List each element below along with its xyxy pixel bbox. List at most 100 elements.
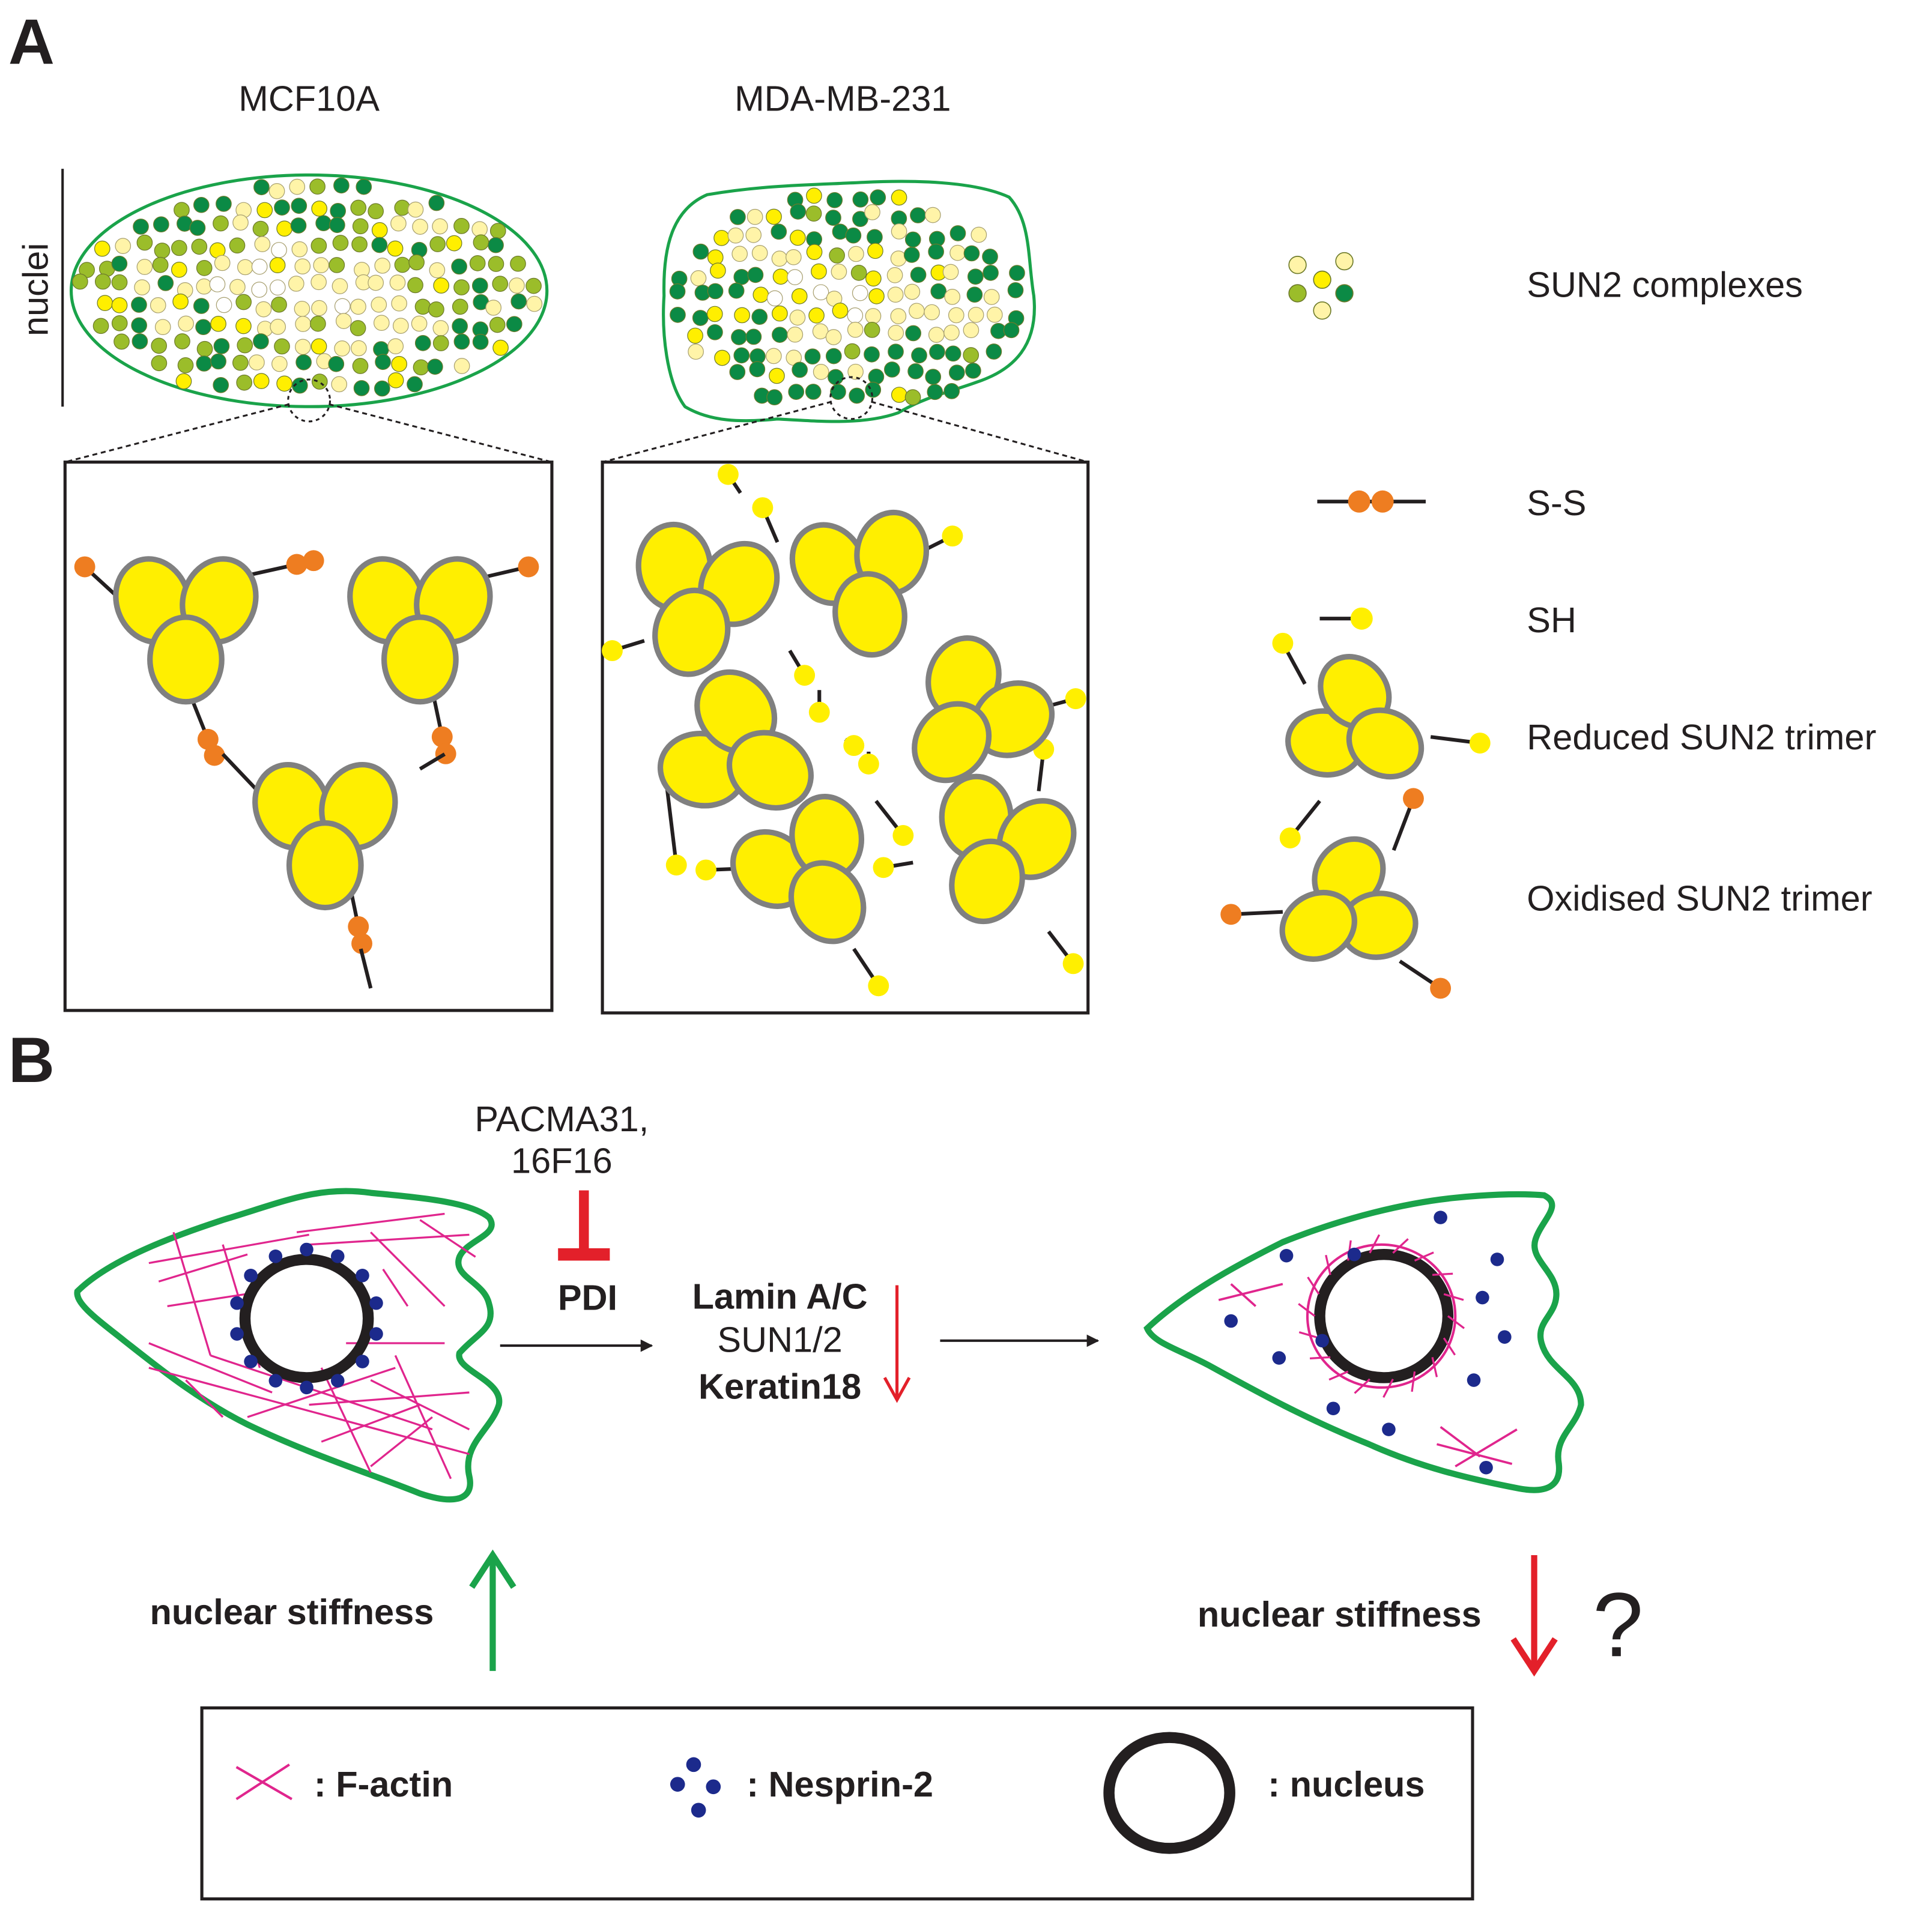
sun2-dot (392, 318, 409, 334)
perinuclear-actin-tick (1414, 1251, 1434, 1262)
factin-filament (148, 1233, 309, 1265)
sun2-dot (910, 267, 927, 283)
sun2-dot (310, 338, 327, 355)
sun2-dot (805, 205, 822, 222)
sun2-dot (330, 203, 347, 219)
sun2-dot (948, 364, 965, 381)
sun2-dot (291, 241, 308, 258)
sun2-dot (904, 389, 921, 405)
sun2-dot (269, 257, 286, 273)
reduced-sun2-trimer (912, 635, 1055, 784)
sun2-dot (489, 316, 506, 333)
sun2-dot (733, 347, 750, 364)
free-thiol (602, 639, 645, 662)
sun2-dot (891, 189, 907, 206)
nucleus-legend-icon (1103, 1732, 1235, 1854)
factin-filament (158, 1253, 248, 1283)
sun2-dot (670, 307, 686, 323)
left-cell-membrane (74, 1188, 503, 1503)
sun2-dot (828, 369, 844, 385)
factin-filament (320, 1367, 372, 1473)
sun2-dot (808, 307, 825, 324)
sun2-dot (772, 268, 789, 285)
sun2-dot (136, 259, 153, 275)
sun2-dot (852, 285, 868, 301)
sun2-dot (94, 240, 111, 257)
sun2-dot (904, 283, 921, 300)
sun2-dot (252, 220, 269, 237)
sun2-dot (707, 283, 724, 300)
sun2-dot (311, 300, 327, 316)
reduced-sun2-trimer (635, 521, 780, 677)
sun2-dot (963, 347, 980, 363)
free-thiol (717, 464, 742, 494)
oxidised-sun2-trimer (1279, 836, 1419, 962)
nesprin-dot (230, 1327, 244, 1341)
sun2-dot (786, 249, 802, 265)
sun2-dot (864, 322, 880, 338)
sun2-dot (825, 210, 841, 226)
sun2-dot (731, 329, 747, 345)
sun2-dot (195, 319, 211, 336)
target-sun12: SUN1/2 (717, 1319, 842, 1359)
sun2-dot (334, 340, 350, 357)
nesprin-dot (300, 1380, 313, 1395)
sun2-dot (772, 327, 788, 343)
disulfide-bond (1399, 960, 1452, 999)
sun2-dot (391, 295, 408, 312)
sun2-dot (407, 277, 423, 294)
sun2-dot (891, 223, 907, 240)
right-cell-membrane (1143, 1191, 1584, 1493)
factin-filament (370, 1232, 446, 1307)
sun2-dot (734, 307, 750, 324)
sun2-dot (132, 333, 148, 349)
sun2-dot (328, 355, 345, 372)
sun2-dot (289, 178, 306, 195)
sun2-dot (351, 340, 367, 357)
sun2-dot (1009, 265, 1025, 281)
sun2-dot (236, 374, 253, 391)
sun2-dot (844, 343, 861, 360)
sun2-dot (332, 235, 349, 251)
sun2-dot (232, 354, 249, 371)
sun2-dot (313, 257, 330, 273)
reduced-sun2-trimer (939, 773, 1077, 925)
nesprin-dot (1498, 1330, 1512, 1344)
sun2-dot (352, 218, 369, 235)
sun2-dot (867, 229, 883, 246)
sun2-dot (389, 274, 406, 291)
sun2-dot (412, 219, 428, 235)
sun2-dot (295, 316, 311, 332)
sun2-dot (452, 318, 468, 334)
panel-b-letter: B (8, 1024, 55, 1096)
sun2-dot (350, 199, 367, 216)
disulfide-bond (419, 752, 446, 771)
left-factin-network (148, 1212, 476, 1479)
mcf10a-zoom-line-left (64, 403, 290, 464)
sun2-dot (949, 225, 966, 241)
nesprin-dot (244, 1269, 258, 1283)
sun2-dot (771, 250, 788, 267)
sun2-dot (888, 343, 904, 360)
disulfide-bond (359, 948, 373, 989)
sun2-dot (949, 244, 966, 261)
sun2-dot (927, 384, 943, 400)
sun2-dot (407, 201, 424, 218)
factin-filament (370, 1416, 433, 1467)
sun2-dot (310, 315, 326, 332)
free-thiol (752, 497, 780, 543)
perinuclear-actin-tick (1307, 1277, 1320, 1295)
nesprin-dot (268, 1374, 283, 1388)
sun2-dot (255, 301, 272, 318)
sun2-dot (414, 298, 431, 315)
sun2-dot (151, 355, 168, 372)
nesprin-dot (1467, 1373, 1481, 1387)
nesprin-dot (1382, 1422, 1396, 1436)
sun2-dot (806, 187, 822, 204)
sun2-dot (452, 298, 468, 315)
sun2-dot (394, 256, 411, 273)
sun2-dot (371, 296, 387, 313)
sun2-dot (753, 286, 769, 303)
sun2-dot (374, 380, 390, 397)
sun2-dot (832, 303, 849, 319)
